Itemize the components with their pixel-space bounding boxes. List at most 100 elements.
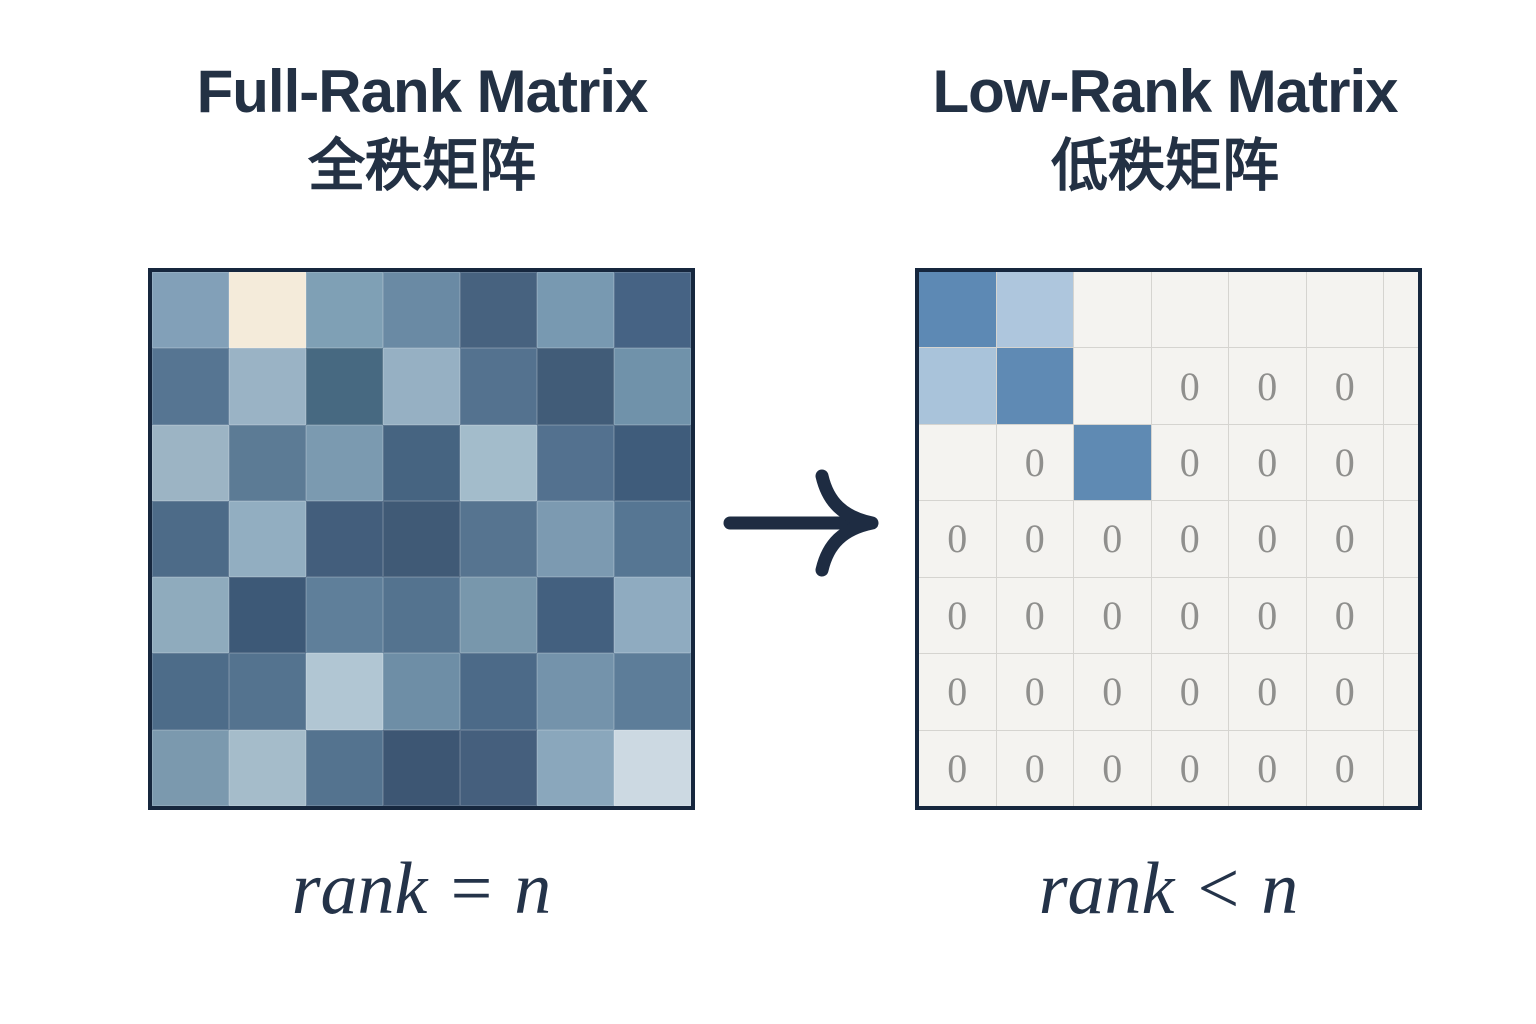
left-matrix-cell-r1c1 <box>152 272 229 349</box>
right-matrix-cell-r5c6: 0 <box>1306 577 1383 654</box>
left-matrix-cell-r2c2 <box>229 348 306 425</box>
left-matrix-cell-r7c5 <box>460 729 537 806</box>
right-matrix-cell-r5c3: 0 <box>1074 577 1151 654</box>
right-matrix-cell-r4c5: 0 <box>1229 501 1306 577</box>
right-matrix-cell-r2c2 <box>996 348 1073 424</box>
right-title-block: Low-Rank Matrix 低秩矩阵 <box>900 60 1430 197</box>
right-matrix-cell-r3c3 <box>1074 424 1151 501</box>
left-matrix-cell-r3c3 <box>306 424 383 501</box>
left-matrix-cell-r2c5 <box>460 348 537 425</box>
right-matrix-cell-r4c6: 0 <box>1306 501 1383 577</box>
full-rank-matrix <box>148 268 695 810</box>
left-matrix-cell-r1c2 <box>229 272 306 349</box>
left-matrix-cell-r2c3 <box>306 348 383 425</box>
left-matrix-cell-r5c3 <box>306 577 383 654</box>
right-matrix-cell-r7c4: 0 <box>1151 730 1228 806</box>
right-matrix-cell-r4c2: 0 <box>996 501 1073 577</box>
right-title-zh: 低秩矩阵 <box>1051 134 1279 198</box>
left-caption: rank = n <box>291 848 552 930</box>
left-matrix-cell-r4c1 <box>152 500 229 578</box>
right-arrow-icon <box>723 469 879 577</box>
right-matrix-cell-r4c3: 0 <box>1074 501 1151 577</box>
left-title-zh: 全秩矩阵 <box>308 134 536 198</box>
left-matrix-cell-r5c4 <box>383 577 460 654</box>
left-matrix-cell-r5c7 <box>614 577 691 654</box>
left-matrix-cell-r3c4 <box>383 424 460 501</box>
right-matrix-cell-r5c1: 0 <box>919 577 996 654</box>
left-matrix-cell-r6c5 <box>460 653 537 730</box>
left-matrix-cell-r7c2 <box>229 729 306 806</box>
left-matrix-cell-r7c7 <box>614 729 691 806</box>
left-matrix-cell-r5c6 <box>537 577 614 654</box>
left-matrix-cell-r4c4 <box>383 500 460 578</box>
left-matrix-cell-r6c3 <box>306 653 383 730</box>
left-matrix-cell-r3c2 <box>229 424 306 501</box>
right-matrix-cell-r7c2: 0 <box>996 730 1073 806</box>
right-matrix-cell-r5c5: 0 <box>1229 577 1306 654</box>
right-matrix-cell-r4c7 <box>1384 501 1418 577</box>
left-matrix-cell-r4c6 <box>537 500 614 578</box>
right-matrix-cell-r7c6: 0 <box>1306 730 1383 806</box>
right-matrix-cell-r2c6: 0 <box>1306 348 1383 424</box>
left-matrix-cell-r2c1 <box>152 348 229 425</box>
right-matrix-cell-r3c2: 0 <box>996 424 1073 501</box>
right-matrix-cell-r3c7 <box>1384 424 1418 501</box>
right-matrix-cell-r6c2: 0 <box>996 654 1073 730</box>
left-matrix-cell-r6c7 <box>614 653 691 730</box>
right-matrix-cell-r1c1 <box>919 272 996 348</box>
left-matrix-cell-r3c5 <box>460 424 537 501</box>
right-matrix-cell-r7c3: 0 <box>1074 730 1151 806</box>
left-matrix-cell-r4c2 <box>229 500 306 578</box>
left-matrix-cell-r6c6 <box>537 653 614 730</box>
left-matrix-cell-r3c7 <box>614 424 691 501</box>
left-matrix-cell-r2c4 <box>383 348 460 425</box>
right-matrix-cell-r1c3 <box>1074 272 1151 348</box>
right-matrix-cell-r6c6: 0 <box>1306 654 1383 730</box>
right-matrix-cell-r3c6: 0 <box>1306 424 1383 501</box>
left-matrix-cell-r1c4 <box>383 272 460 349</box>
right-matrix-cell-r1c7 <box>1384 272 1418 348</box>
right-matrix-cell-r1c2 <box>996 272 1073 348</box>
right-matrix-cell-r5c2: 0 <box>996 577 1073 654</box>
left-title-en: Full-Rank Matrix <box>196 58 649 125</box>
right-matrix-cell-r6c1: 0 <box>919 654 996 730</box>
left-matrix-cell-r2c6 <box>537 348 614 425</box>
right-matrix-cell-r4c1: 0 <box>919 501 996 577</box>
left-matrix-cell-r5c5 <box>460 577 537 654</box>
left-matrix-cell-r2c7 <box>614 348 691 425</box>
right-title-en: Low-Rank Matrix <box>932 58 1398 125</box>
right-caption: rank < n <box>1038 848 1299 930</box>
left-matrix-cell-r1c7 <box>614 272 691 349</box>
left-matrix-cell-r7c3 <box>306 729 383 806</box>
left-matrix-cell-r7c4 <box>383 729 460 806</box>
left-matrix-cell-r4c7 <box>614 500 691 578</box>
right-matrix-cell-r6c7 <box>1384 654 1418 730</box>
left-matrix-cell-r3c1 <box>152 424 229 501</box>
left-matrix-cell-r5c1 <box>152 577 229 654</box>
left-matrix-cell-r5c2 <box>229 577 306 654</box>
right-matrix-cell-r7c5: 0 <box>1229 730 1306 806</box>
right-matrix-cell-r2c1 <box>919 348 996 424</box>
left-matrix-cell-r7c6 <box>537 729 614 806</box>
right-matrix-cell-r2c5: 0 <box>1229 348 1306 424</box>
right-matrix-cell-r2c3 <box>1074 348 1151 424</box>
left-matrix-cell-r1c3 <box>306 272 383 349</box>
right-matrix-cell-r2c4: 0 <box>1151 348 1228 424</box>
right-matrix-cell-r3c5: 0 <box>1229 424 1306 501</box>
right-matrix-cell-r3c4: 0 <box>1151 424 1228 501</box>
right-matrix-cell-r1c5 <box>1229 272 1306 348</box>
right-matrix-cell-r6c5: 0 <box>1229 654 1306 730</box>
right-matrix-cell-r3c1 <box>919 424 996 501</box>
right-matrix-cell-r1c6 <box>1306 272 1383 348</box>
right-matrix-cell-r5c4: 0 <box>1151 577 1228 654</box>
right-matrix-cell-r5c7 <box>1384 577 1418 654</box>
right-matrix-cell-r6c3: 0 <box>1074 654 1151 730</box>
left-matrix-cell-r4c5 <box>460 500 537 578</box>
left-matrix-cell-r1c6 <box>537 272 614 349</box>
right-matrix-cell-r4c4: 0 <box>1151 501 1228 577</box>
left-matrix-cell-r1c5 <box>460 272 537 349</box>
left-matrix-cell-r3c6 <box>537 424 614 501</box>
right-matrix-cell-r7c7 <box>1384 730 1418 806</box>
right-matrix-cell-r6c4: 0 <box>1151 654 1228 730</box>
